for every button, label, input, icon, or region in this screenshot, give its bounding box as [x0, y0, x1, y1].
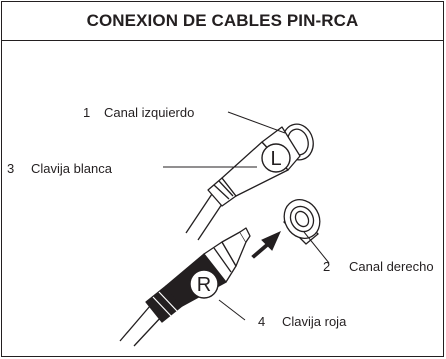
- diagram-title: CONEXION DE CABLES PIN-RCA: [86, 11, 359, 30]
- right-channel-socket: [283, 199, 321, 245]
- callout-4-number: 4: [258, 314, 265, 329]
- leader-line-4: [218, 299, 246, 321]
- red-plug: [119, 227, 251, 347]
- leader-lines: [163, 111, 330, 321]
- plug-letter-r: R: [197, 274, 211, 296]
- leader-line-2: [303, 231, 330, 264]
- callout-3-label: Clavija blanca: [31, 161, 113, 176]
- callout-2-number: 2: [323, 259, 330, 274]
- red-plug-badge: R: [189, 269, 219, 299]
- callout-1-number: 1: [83, 105, 90, 120]
- white-plug-badge: L: [261, 143, 291, 173]
- plug-letter-l: L: [270, 148, 281, 170]
- white-plug: [185, 126, 301, 241]
- callout-2-label: Canal derecho: [349, 259, 434, 274]
- leader-line-1: [227, 111, 286, 134]
- callout-4-label: Clavija roja: [282, 314, 347, 329]
- title-bar: CONEXION DE CABLES PIN-RCA: [2, 2, 443, 41]
- callout-3-number: 3: [7, 161, 14, 176]
- insertion-arrow: [251, 231, 281, 259]
- callout-1-label: Canal izquierdo: [104, 105, 194, 120]
